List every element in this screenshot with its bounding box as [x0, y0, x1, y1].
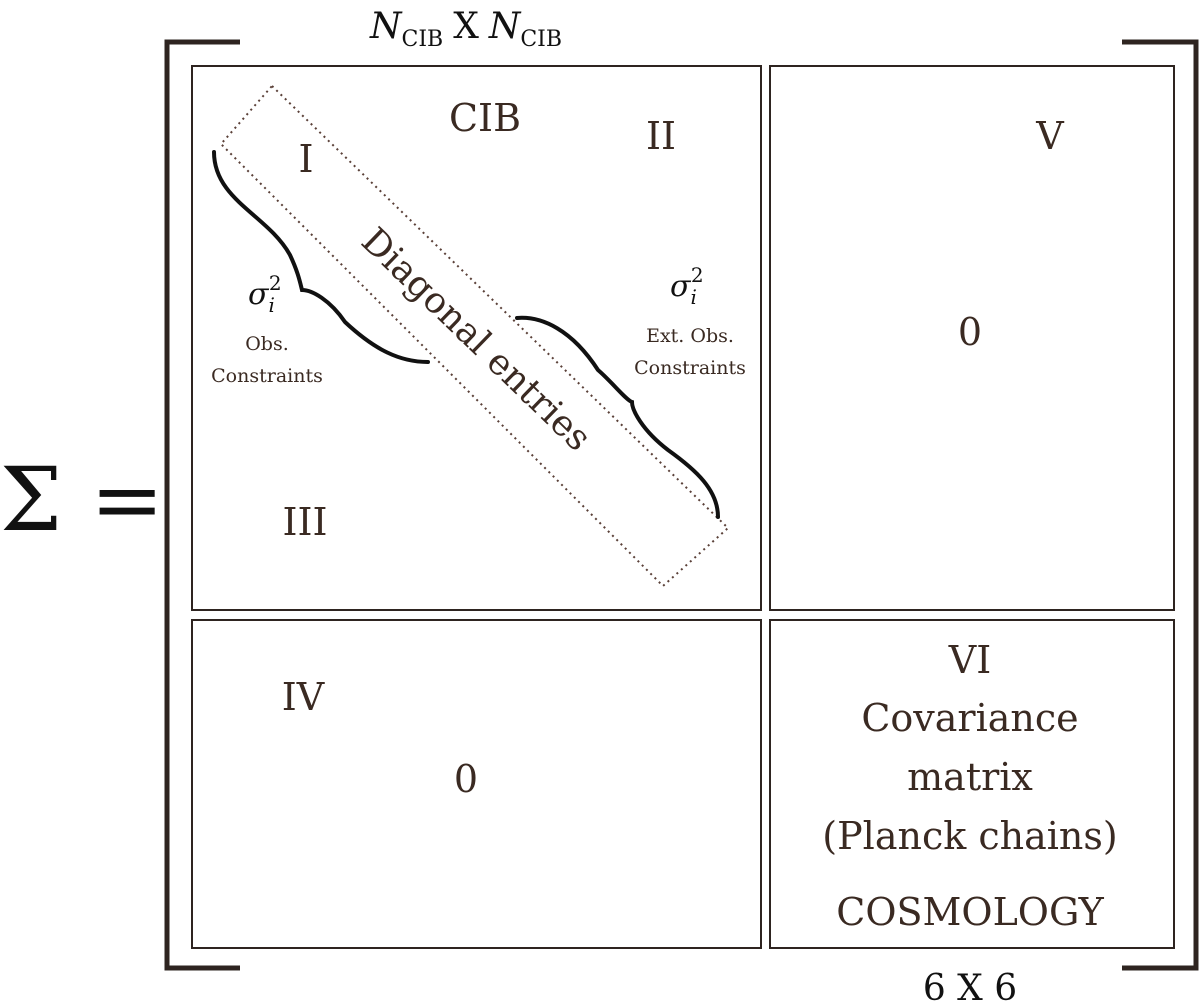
- left-curly-brace: [212, 150, 430, 364]
- cib-label: CIB: [449, 96, 521, 140]
- right-sigma-sup: 2: [691, 263, 704, 287]
- block-iv-value: 0: [454, 757, 478, 801]
- block-vi-line2: matrix: [907, 755, 1033, 799]
- right-curly-brace: [515, 315, 720, 519]
- top-size-n2: N: [488, 6, 522, 47]
- right-bracket: [1122, 39, 1199, 971]
- block-ii-label: II: [646, 114, 676, 158]
- left-sigma-sup: 2: [269, 271, 282, 295]
- block-iv-label: IV: [282, 675, 325, 719]
- block-iv: [191, 619, 762, 949]
- left-obs-label: Obs.: [245, 333, 289, 355]
- top-size-n1: N: [369, 6, 403, 47]
- top-size-sub1: CIB: [402, 27, 444, 52]
- right-constraints-label: Constraints: [634, 357, 746, 379]
- diagonal-entries-label: Diagonal entries: [353, 220, 598, 459]
- block-vi-label: VI: [948, 638, 991, 682]
- left-sigma: σi2: [248, 271, 282, 317]
- block-v: [769, 65, 1175, 611]
- block-vi-caption: COSMOLOGY: [836, 890, 1104, 934]
- bottom-size-label: 6 X 6: [923, 968, 1017, 1005]
- sigma-equals: Σ =: [0, 448, 164, 551]
- right-sigma-sub: i: [690, 285, 696, 309]
- block-v-value: 0: [958, 310, 982, 354]
- block-iii-label: III: [282, 500, 327, 544]
- left-sigma-sub: i: [268, 293, 274, 317]
- right-sigma: σi2: [670, 263, 704, 309]
- top-size-sub2: CIB: [520, 27, 562, 52]
- block-vi-line1: Covariance: [861, 696, 1078, 740]
- block-vi: [769, 619, 1175, 949]
- block-vi-line3: (Planck chains): [822, 814, 1117, 858]
- right-ext-obs-label: Ext. Obs.: [646, 325, 734, 347]
- block-cib: [191, 65, 762, 611]
- block-i-label: I: [298, 137, 313, 181]
- left-bracket: [164, 39, 240, 971]
- left-constraints-label: Constraints: [211, 365, 323, 387]
- right-sigma-sym: σ: [670, 269, 692, 304]
- left-sigma-sym: σ: [248, 277, 270, 312]
- top-size-x: X: [453, 6, 479, 47]
- block-v-label: V: [1035, 114, 1064, 158]
